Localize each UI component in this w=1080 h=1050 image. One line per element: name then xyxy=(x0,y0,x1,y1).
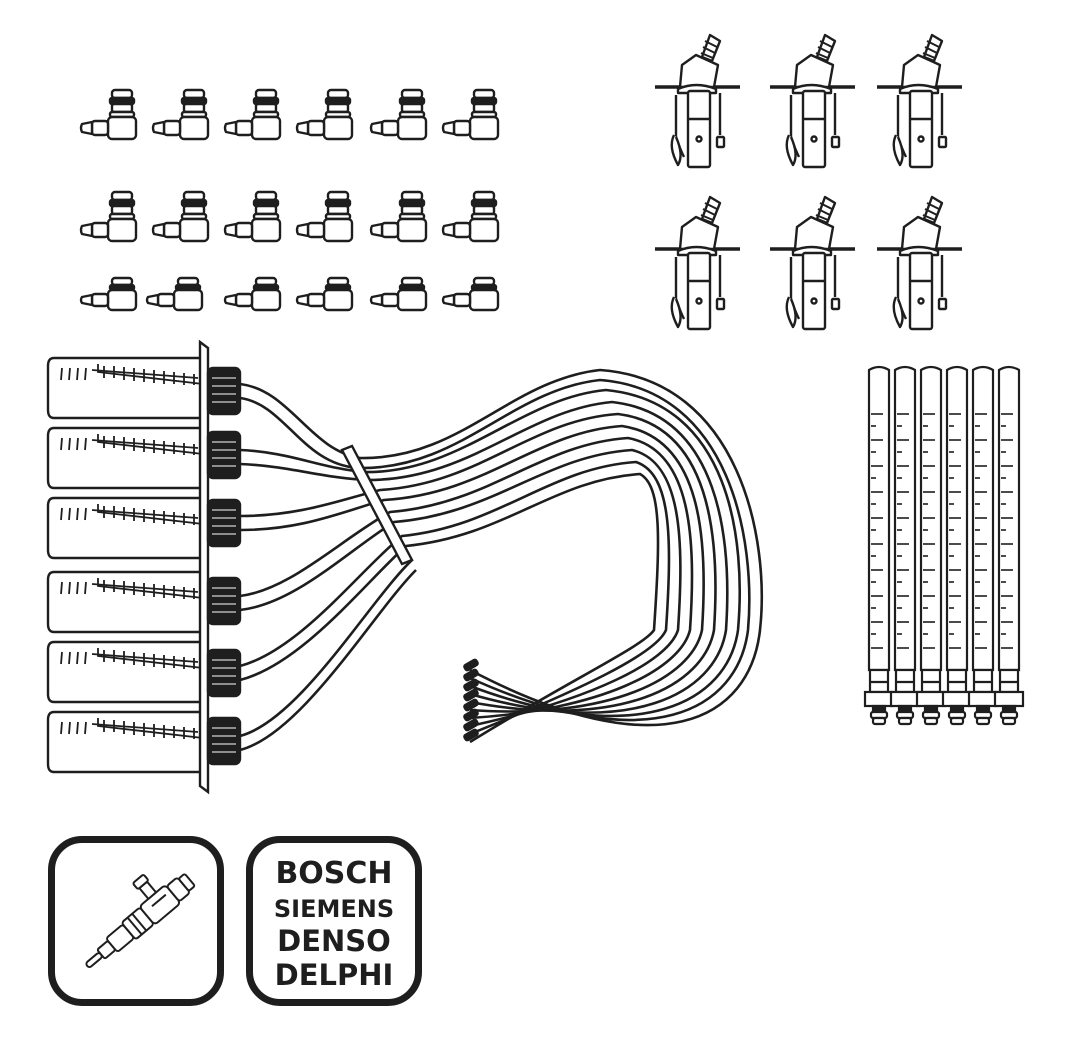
injector-adapter-icon xyxy=(653,33,964,331)
elbow-connectors-group xyxy=(70,80,530,330)
brand-delphi: DELPHI xyxy=(274,958,394,992)
elbow-connector-icon xyxy=(79,88,500,312)
measuring-tubes-group xyxy=(855,360,1045,740)
brand-siemens: SIEMENS xyxy=(273,895,395,923)
fuel-injector-icon xyxy=(85,873,196,968)
brands-badge: BOSCH SIEMENS DENSO DELPHI xyxy=(246,836,422,1006)
injector-adapters-group xyxy=(650,25,980,345)
injector-badge xyxy=(48,836,224,1006)
measuring-tube-icon xyxy=(863,365,1025,726)
brand-denso: DENSO xyxy=(277,924,391,958)
syringe-bottles-assembly xyxy=(40,339,780,800)
brand-bosch: BOSCH xyxy=(275,856,393,891)
syringe-bottle-icon xyxy=(46,339,764,795)
